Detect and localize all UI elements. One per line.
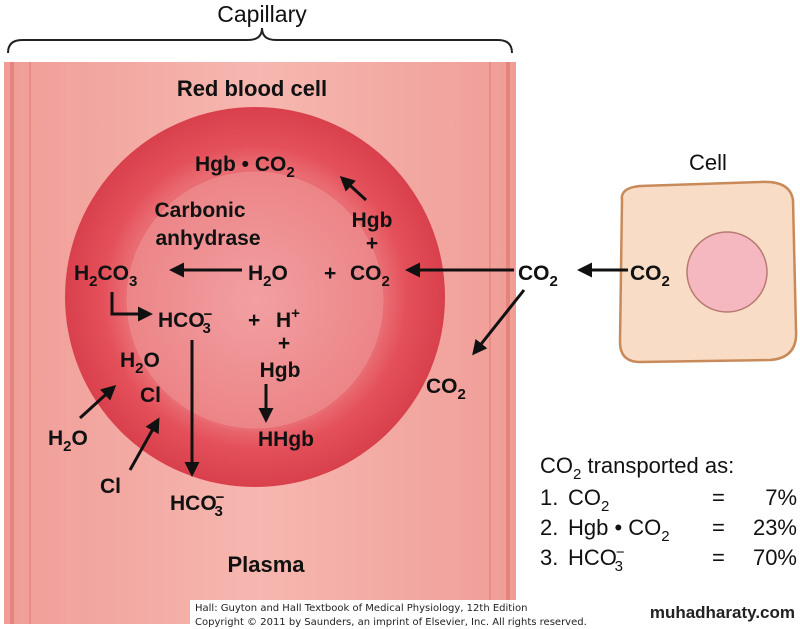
hco3-rbc: HCO−3 — [158, 306, 213, 337]
transport-row-name: CO2 — [568, 485, 609, 515]
plus-sign-hgb: + — [366, 232, 378, 255]
credit-line-2: Copyright © 2011 by Saunders, an imprint… — [195, 617, 587, 628]
transport-row-2: 2. Hgb • CO2 = 23% — [540, 515, 797, 545]
arrow-hgb-binding — [339, 175, 368, 202]
h2o-plasma: H2O — [48, 427, 88, 455]
carbonic-label: Carbonic — [154, 199, 245, 222]
hgb-buffer: Hgb — [260, 359, 301, 382]
transport-row-name: HCO−3 — [568, 544, 625, 575]
plasma-label: Plasma — [227, 552, 305, 577]
co2-plasma: CO2 — [426, 375, 466, 403]
co2-membrane: CO2 — [518, 262, 558, 290]
plus-sign-hco3: + — [248, 309, 260, 332]
transport-row-3: 3. HCO−3 = 70% — [540, 544, 797, 575]
h2co3: H2CO3 — [74, 262, 137, 290]
co2-cell: CO2 — [630, 262, 670, 290]
h2o-rbc: H2O — [120, 349, 160, 377]
h2o-inner: H2O — [248, 262, 288, 290]
hhgb: HHgb — [258, 428, 314, 451]
transport-row-1: 1. CO2 = 7% — [540, 485, 797, 515]
hgb-reactant: Hgb — [352, 209, 393, 232]
cell-label: Cell — [689, 150, 727, 175]
hgb-co2-product: Hgb • CO2 — [195, 153, 295, 181]
transport-row-pct: 70% — [753, 545, 797, 570]
transport-row-pct: 7% — [765, 485, 797, 510]
h-plus: H+ — [276, 305, 300, 332]
capillary-label: Capillary — [217, 1, 307, 27]
cl-rbc: Cl — [140, 384, 161, 407]
arrow-h2co3-dissociation — [110, 292, 153, 322]
red-blood-cell-center — [123, 168, 387, 432]
hco3-plasma: HCO−3 — [170, 489, 225, 520]
credit-background — [190, 600, 610, 629]
plus-sign-h: + — [278, 332, 290, 355]
transport-title: CO2 transported as: — [540, 453, 734, 483]
cl-plasma: Cl — [100, 475, 121, 498]
transport-row-pct: 23% — [753, 515, 797, 540]
anhydrase-label: anhydrase — [155, 227, 260, 250]
transport-row-eq: = — [712, 485, 725, 510]
arrow-cl-in — [128, 417, 160, 471]
transport-row-num: 3. — [540, 545, 558, 570]
arrow-to-plasma-co2 — [472, 289, 526, 356]
red-blood-cell-label: Red blood cell — [177, 76, 327, 101]
cell-nucleus — [686, 231, 768, 313]
transport-row-eq: = — [712, 545, 725, 570]
co2-inner: CO2 — [350, 262, 390, 290]
arrow-h2o-in — [78, 384, 117, 420]
plus-sign-main: + — [324, 262, 336, 285]
transport-row-name: Hgb • CO2 — [568, 515, 670, 545]
transport-row-num: 2. — [540, 515, 558, 540]
watermark: muhadharaty.com — [650, 603, 795, 622]
transport-row-num: 1. — [540, 485, 558, 510]
transport-row-eq: = — [712, 515, 725, 540]
capillary-bracket — [7, 27, 513, 54]
credit-line-1: Hall: Guyton and Hall Textbook of Medica… — [195, 603, 527, 614]
